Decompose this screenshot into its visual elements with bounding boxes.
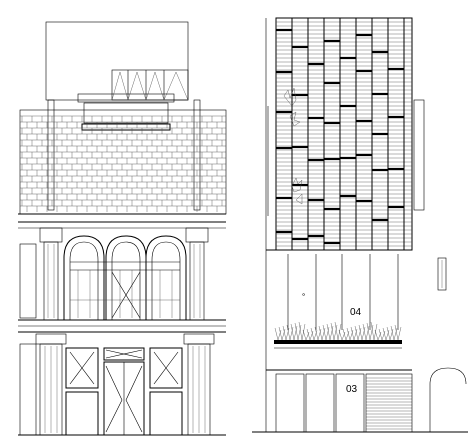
glass-level-03: 03 [266,369,413,433]
upper-columns [19,227,209,321]
svg-text:○: ○ [302,292,305,298]
roof-railing [111,69,189,101]
rooftop-box [45,21,189,101]
glass-level-04: 04 ○ [266,249,412,330]
planter [274,321,402,349]
ground-columns [19,333,215,436]
right-elevation: 04 ○ 03 [252,17,468,433]
screen-planting [283,87,303,205]
arched-windows [63,235,187,320]
level-04-label: 04 [350,307,362,318]
screen-facade [275,17,413,251]
tiled-facade [19,109,227,215]
level-03-label: 03 [346,384,358,395]
left-elevation [18,21,227,436]
parapet [47,93,201,211]
neighbour-fragments [429,257,467,432]
ground-panels [65,347,183,436]
